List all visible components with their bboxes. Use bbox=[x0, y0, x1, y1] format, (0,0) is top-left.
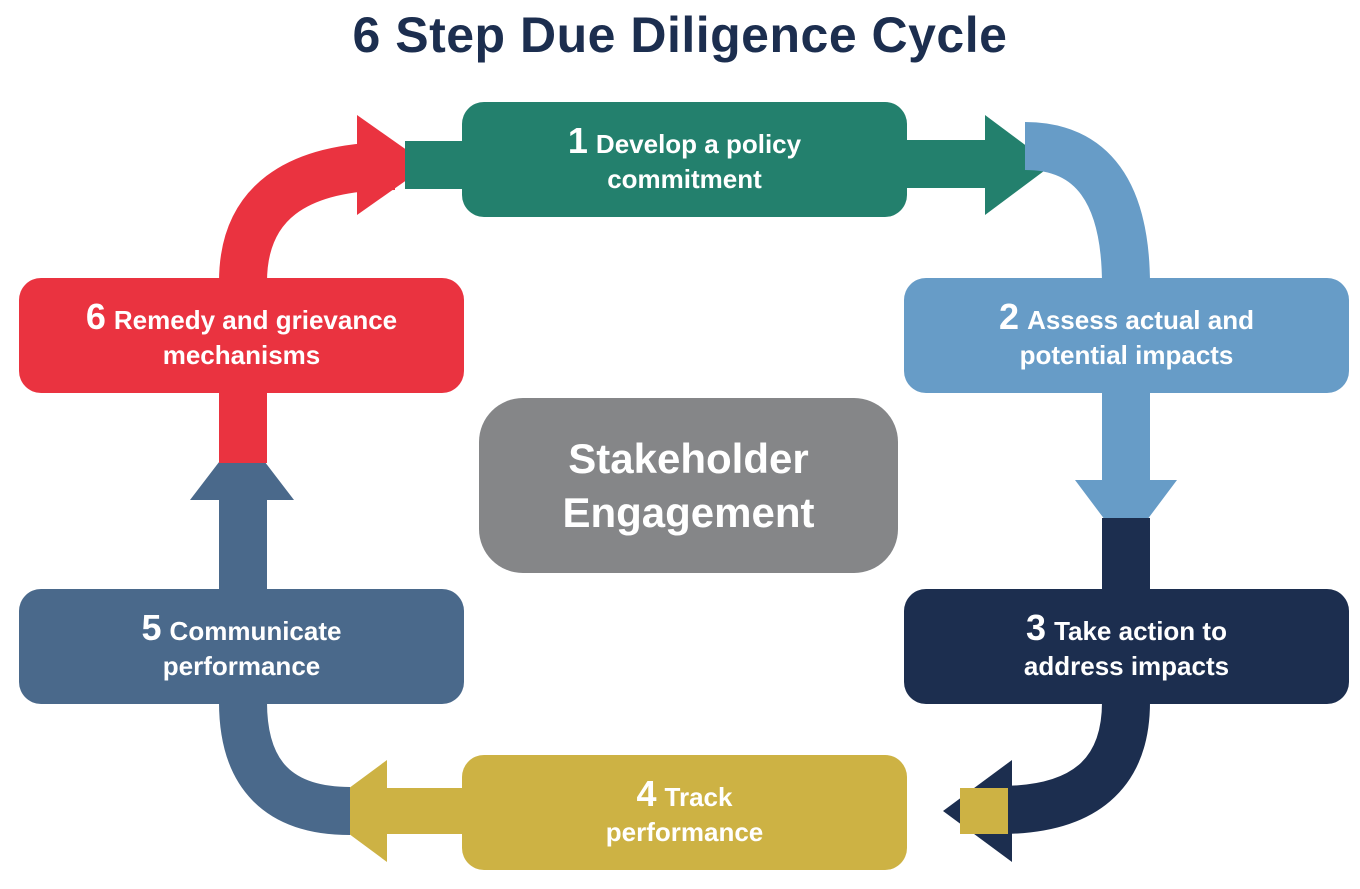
stakeholder-engagement-box: Stakeholder Engagement bbox=[479, 398, 898, 573]
step-3-number: 3 bbox=[1026, 606, 1047, 648]
step-1-line1: Develop a policy bbox=[595, 128, 802, 159]
step-3-line1: Take action to bbox=[1054, 615, 1227, 646]
step-4-line1: Track bbox=[664, 781, 733, 812]
step-5-number: 5 bbox=[141, 606, 162, 648]
step-6-line1: Remedy and grievance bbox=[113, 304, 398, 335]
step-1-number: 1 bbox=[567, 119, 588, 161]
step-4-line2: performance bbox=[605, 816, 764, 847]
step-2-number: 2 bbox=[999, 295, 1020, 337]
arrow-step-5-to-6 bbox=[190, 432, 351, 835]
step-3-line2: address impacts bbox=[1023, 650, 1230, 681]
step-5-line1: Communicate bbox=[169, 615, 342, 646]
step-2-line2: potential impacts bbox=[1019, 339, 1234, 370]
step-4-number: 4 bbox=[636, 772, 657, 814]
step-6-line2: mechanisms bbox=[162, 339, 321, 370]
step-6-number: 6 bbox=[85, 295, 106, 337]
arrow-step-1-to-2 bbox=[905, 115, 1052, 215]
arrow-step-4-to-5 bbox=[318, 760, 1008, 862]
center-line2: Engagement bbox=[562, 488, 815, 536]
arrow-step-2-to-3 bbox=[1024, 122, 1177, 548]
step-2-line1: Assess actual and bbox=[1027, 304, 1254, 335]
page-title: 6 Step Due Diligence Cycle bbox=[352, 7, 1008, 63]
step-5-line2: performance bbox=[162, 650, 321, 681]
center-line1: Stakeholder bbox=[568, 434, 809, 482]
step-1-line2: commitment bbox=[607, 163, 762, 194]
